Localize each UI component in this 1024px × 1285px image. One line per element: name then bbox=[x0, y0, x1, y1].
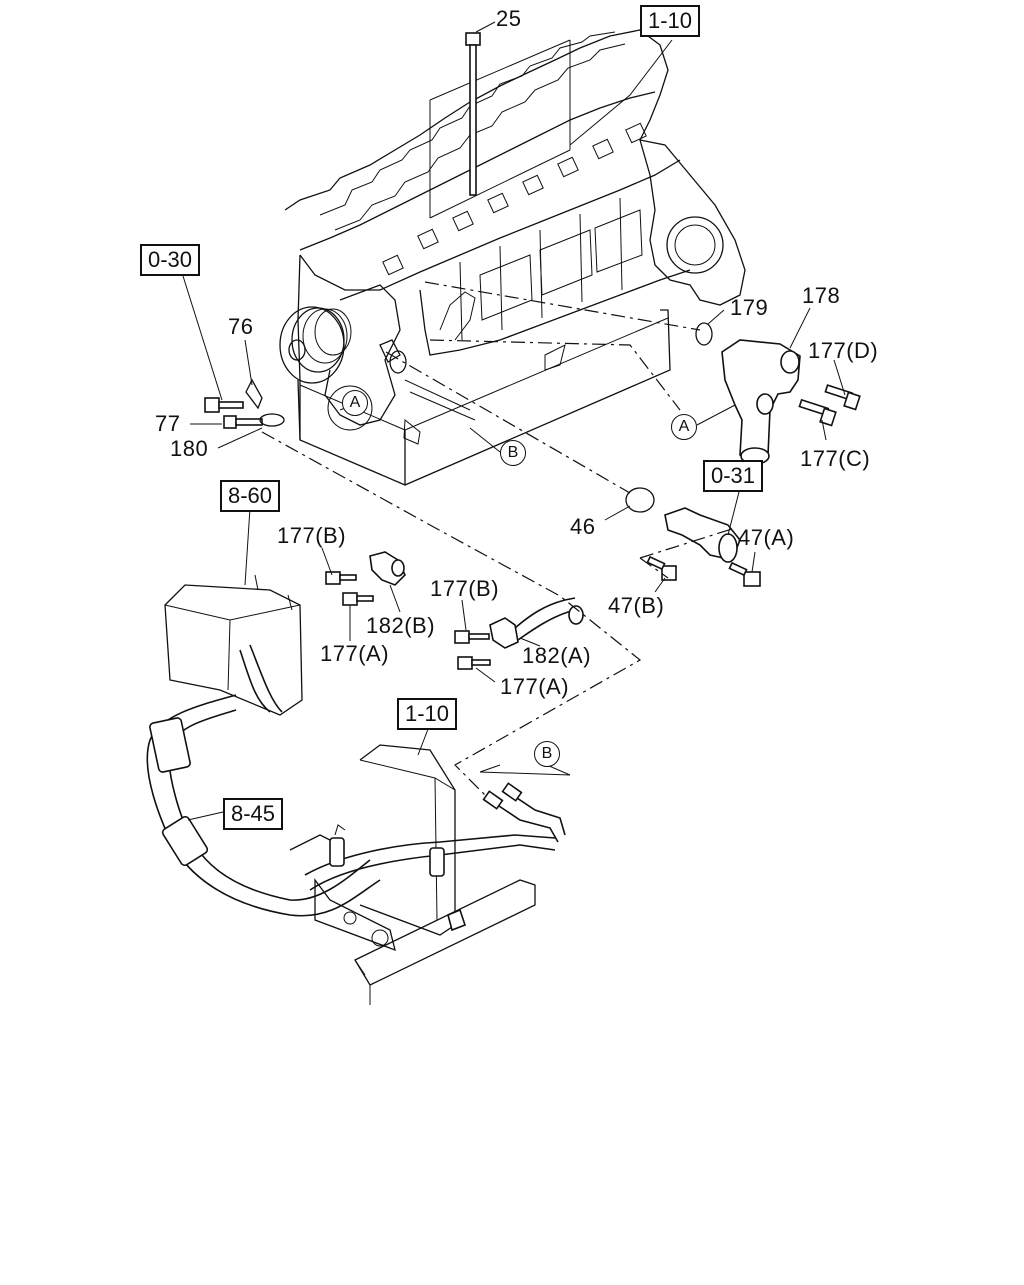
label-46: 46 bbox=[570, 514, 596, 539]
ref-box-1-10-bottom: 1-10 bbox=[397, 698, 458, 730]
front-bolts bbox=[204, 378, 285, 429]
label-77: 77 bbox=[155, 411, 181, 436]
label-47-a: 47(A) bbox=[738, 525, 795, 550]
callout-b-engine: B bbox=[500, 440, 526, 466]
label-177-b-right: 177(B) bbox=[430, 576, 500, 601]
callout-a-housing: A bbox=[671, 414, 697, 440]
leader-lines bbox=[182, 21, 846, 821]
engine-block bbox=[279, 29, 746, 486]
retarder-oil-cooler bbox=[164, 574, 303, 716]
label-177-b-left: 177(B) bbox=[277, 523, 347, 548]
label-182-a: 182(A) bbox=[522, 643, 592, 668]
label-177-a-right: 177(A) bbox=[500, 674, 570, 699]
label-178: 178 bbox=[802, 283, 841, 308]
label-177-a-left: 177(A) bbox=[320, 641, 390, 666]
ref-box-1-10-top: 1-10 bbox=[640, 5, 701, 37]
label-177-c: 177(C) bbox=[800, 446, 871, 471]
label-177-d: 177(D) bbox=[808, 338, 879, 363]
lower-radiator-assembly bbox=[289, 744, 566, 1005]
label-182-b: 182(B) bbox=[366, 613, 436, 638]
label-47-b: 47(B) bbox=[608, 593, 665, 618]
ref-box-0-30: 0-30 bbox=[140, 244, 201, 276]
ref-box-8-60: 8-60 bbox=[220, 480, 281, 512]
callout-a-engine: A bbox=[342, 390, 368, 416]
label-76: 76 bbox=[228, 314, 254, 339]
hose-fittings bbox=[325, 551, 584, 670]
label-180: 180 bbox=[170, 436, 209, 461]
ref-box-0-31: 0-31 bbox=[703, 460, 764, 492]
callout-b-hose: B bbox=[534, 741, 560, 767]
label-179: 179 bbox=[730, 295, 769, 320]
label-25: 25 bbox=[496, 6, 522, 31]
ref-box-8-45: 8-45 bbox=[223, 798, 284, 830]
